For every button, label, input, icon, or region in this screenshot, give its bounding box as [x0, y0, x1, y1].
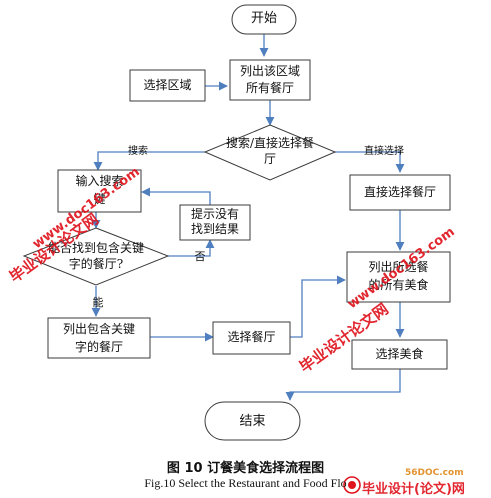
- list-keyword-restaurants-line2: 字的餐厅: [74, 340, 123, 354]
- edge-yes-label: 能: [92, 296, 104, 309]
- list-keyword-restaurants-line1: 列出包含关键: [62, 322, 135, 336]
- arrow-decision-to-direct-select: [334, 151, 405, 173]
- footer-logo-icon: [343, 476, 361, 494]
- caption-english: Fig.10 Select the Restaurant and Food Fl…: [144, 476, 347, 490]
- list-keyword-restaurants-box: [47, 317, 151, 359]
- end-terminal: [204, 401, 301, 441]
- prompt-not-found-box: [179, 204, 251, 241]
- search-or-direct-decision: [203, 124, 337, 181]
- watermark-footer-brand: 毕业设计(论文)网: [362, 482, 465, 497]
- direct-select-restaurant-label: 直接选择餐厅: [363, 185, 436, 199]
- watermark-footer-site: 56DOC.com: [405, 468, 464, 478]
- end-label: 结束: [239, 414, 266, 429]
- direct-select-restaurant-box: [349, 174, 451, 211]
- prompt-not-found-line1: 提示没有: [190, 207, 239, 221]
- select-restaurant-label: 选择餐厅: [227, 330, 276, 344]
- search-or-direct-line1: 搜索/直接选择餐: [225, 136, 315, 150]
- edge-search-label: 搜索: [128, 146, 148, 157]
- select-region-label: 选择区域: [143, 78, 192, 92]
- list-selected-menu-line1: 列出所选餐: [368, 260, 429, 274]
- input-search-line2: 键: [93, 192, 106, 206]
- select-food-box: [351, 339, 448, 370]
- start-terminal: [231, 4, 297, 35]
- list-region-restaurants-line1: 列出该区域: [239, 64, 300, 78]
- select-food-label: 选择美食: [375, 347, 424, 361]
- found-keyword-line1: 能否找到包含关键: [47, 241, 144, 255]
- edge-no-label: 否: [194, 250, 206, 263]
- arrow-decision-to-input-search: [93, 151, 205, 171]
- arrow-prompt-to-input: [141, 187, 211, 205]
- start-label: 开始: [250, 11, 277, 26]
- list-selected-menu-line2: 的所有美食: [368, 278, 429, 292]
- select-restaurant-box: [212, 321, 291, 355]
- found-keyword-line2: 字的餐厅?: [68, 257, 124, 271]
- select-region-box: [129, 69, 206, 102]
- arrow-select-food-to-end: [285, 369, 401, 401]
- caption-chinese: 图 10 订餐美食选择流程图: [166, 461, 325, 476]
- list-region-restaurants-box: [229, 59, 311, 101]
- edge-direct-label: 直接选择: [364, 146, 404, 157]
- list-region-restaurants-line2: 所有餐厅: [245, 81, 294, 95]
- search-or-direct-line2: 厅: [263, 152, 276, 166]
- arrow-select-to-list-menu: [290, 275, 346, 338]
- list-selected-menu-box: [346, 251, 451, 303]
- input-search-line1: 输入搜索: [75, 174, 124, 188]
- found-keyword-decision: [22, 227, 170, 286]
- arrow-found-to-prompt: [168, 239, 215, 257]
- input-search-keyword-box: [57, 169, 142, 213]
- prompt-not-found-line2: 找到结果: [190, 222, 239, 236]
